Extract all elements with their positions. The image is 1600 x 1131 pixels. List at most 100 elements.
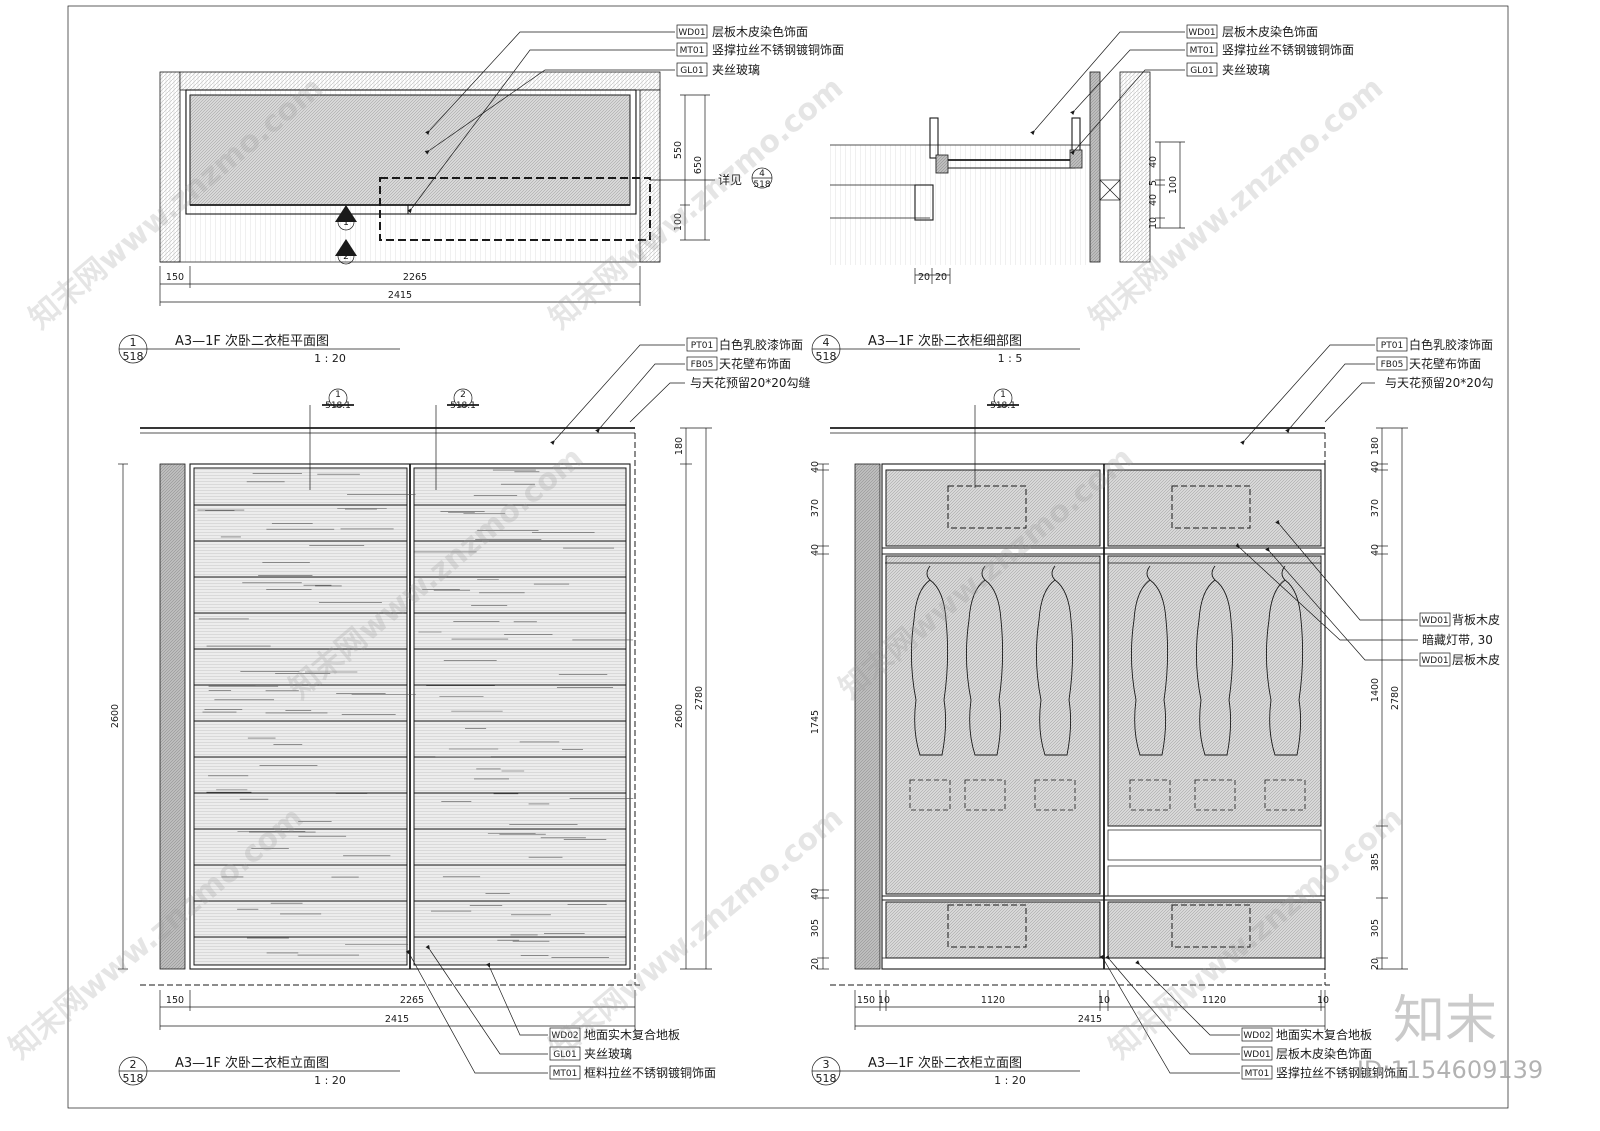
elev3-leader-text-mt01: 竖撑拉丝不锈钢镀铜饰面 xyxy=(1276,1065,1408,1080)
elev3-leader-text-back: 背板木皮 xyxy=(1452,613,1500,627)
elev2-dim-right-2780: 2780 xyxy=(694,686,705,710)
elev3-view: 1 518.1 40 370 40 1745 40 305 20 xyxy=(810,337,1500,1087)
plan-section-mark-1-sheet: 1 xyxy=(343,218,349,228)
elev3-dims-left-ticks xyxy=(817,463,829,970)
garment-outline xyxy=(1264,779,1306,811)
plan-title: A3—1F 次卧二衣柜平面图 xyxy=(175,333,329,349)
detail-leader-text-wd01: 层板木皮染色饰面 xyxy=(1222,24,1318,39)
elev2-leader-code-mt01: MT01 xyxy=(553,1069,578,1079)
elev3-dim-left-370: 370 xyxy=(810,499,821,517)
detail-dim-40b: 40 xyxy=(1148,194,1159,206)
elev3-dim-right-1400: 1400 xyxy=(1370,678,1381,702)
detail-leader-text-mt01: 竖撑拉丝不锈钢镀铜饰面 xyxy=(1222,42,1354,57)
watermark-id: ID:1154609139 xyxy=(1357,1056,1543,1084)
garment-sketch xyxy=(1130,565,1169,756)
elev3-dim-1120b: 1120 xyxy=(1202,995,1226,1006)
elev3-leader-text-light: 暗藏灯带, 30 xyxy=(1422,632,1493,647)
watermark-logo: 知末 xyxy=(1393,991,1497,1051)
elev3-dim-right-40b: 40 xyxy=(1370,544,1381,556)
elev2-board-lines xyxy=(194,469,634,958)
plan-detail-bubble[interactable]: 4 518 xyxy=(751,167,773,190)
elev3-dim-left-40c: 40 xyxy=(810,888,821,900)
plan-dim-150: 150 xyxy=(166,272,184,283)
elev3-leader-text-shelf: 层板木皮 xyxy=(1452,653,1500,667)
elev2-dim-2415: 2415 xyxy=(385,1014,409,1025)
detail-dim-10: 10 xyxy=(1148,217,1159,229)
elev3-leader-code-pt01: PT01 xyxy=(1381,341,1403,351)
plan-dim-2265: 2265 xyxy=(403,272,427,283)
plan-dim-100: 100 xyxy=(673,213,684,231)
elev2-view: 1 518.1 2 518.1 2600 180 2600 2780 150 2… xyxy=(110,337,811,1087)
garment-sketch xyxy=(965,565,1004,756)
plan-dim-650: 650 xyxy=(693,156,704,174)
plan-dim-550: 550 xyxy=(673,141,684,159)
sheet-border xyxy=(67,5,1509,1109)
detail-leader-code-gl01: GL01 xyxy=(1190,66,1213,76)
plan-section-mark-2[interactable]: 2 xyxy=(335,239,357,265)
elev2-title: A3—1F 次卧二衣柜立面图 xyxy=(175,1055,329,1071)
elev3-dim-right-40a: 40 xyxy=(1370,461,1381,473)
elev2-dim-150: 150 xyxy=(166,995,184,1006)
elev2-leaders-bottom: WD02 GL01 MT01 地面实木复合地板 夹丝玻璃 框料拉丝不锈钢镀铜饰面 xyxy=(405,944,716,1080)
elev3-dim-left-305: 305 xyxy=(810,919,821,937)
garment-sketch xyxy=(1035,565,1074,756)
elev3-title-sheet: 518 xyxy=(816,1072,837,1085)
elev3-dim-2415: 2415 xyxy=(1078,1014,1102,1025)
elev2-dim-left-2600: 2600 xyxy=(110,704,121,728)
elev3-leaders-bottom: WD02 WD01 MT01 地面实木复合地板 层板木皮染色饰面 竖撑拉丝不锈钢… xyxy=(1099,954,1408,1080)
elev2-section-mark-2-num: 2 xyxy=(460,390,466,400)
plan-leader-code-mt01: MT01 xyxy=(680,46,705,56)
elev2-leader-text-fb05: 天花壁布饰面 xyxy=(719,356,791,371)
elev3-scale: 1 : 20 xyxy=(994,1074,1026,1087)
elev3-title-num: 3 xyxy=(823,1058,830,1071)
elev3-dims-bottom-ticks xyxy=(854,990,1326,1030)
plan-section-mark-2-sheet: 2 xyxy=(343,252,349,262)
detail-dim-5: 5 xyxy=(1148,180,1159,186)
elev3-dim-10c: 10 xyxy=(1317,995,1329,1006)
elev2-leader-code-fb05: FB05 xyxy=(691,360,714,370)
detail-title-block: 4 518 A3—1F 次卧二衣柜细部图 1 : 5 xyxy=(811,333,1080,365)
plan-title-sheet: 518 xyxy=(123,350,144,363)
elev2-section-mark-1-sheet: 518.1 xyxy=(325,401,351,411)
elev3-leaders-right: WD01 WD01 背板木皮 暗藏灯带, 30 层板木皮 xyxy=(1234,519,1500,667)
elev3-leader-code-wd02: WD02 xyxy=(1243,1031,1270,1041)
detail-dim-20b: 20 xyxy=(935,272,947,283)
elev3-leader-text-pt01: 白色乳胶漆饰面 xyxy=(1409,337,1493,352)
plan-detail-num: 4 xyxy=(759,169,765,179)
garment-sketch xyxy=(1195,565,1234,756)
garment-outline xyxy=(1034,779,1076,811)
detail-leader-text-gl01: 夹丝玻璃 xyxy=(1222,63,1270,77)
plan-leader-text-wd01: 层板木皮染色饰面 xyxy=(712,24,808,39)
elev3-section-mark-1-num: 1 xyxy=(1000,390,1006,400)
elev3-leader-text-wd01: 层板木皮染色饰面 xyxy=(1276,1046,1372,1061)
elev2-section-mark-1[interactable]: 1 518.1 xyxy=(309,388,354,490)
elev3-title-block: 3 518 A3—1F 次卧二衣柜立面图 1 : 20 xyxy=(811,1055,1080,1087)
elev2-dim-right-2600: 2600 xyxy=(674,704,685,728)
plan-leaders: WD01 MT01 GL01 层板木皮染色饰面 竖撑拉丝不锈钢镀铜饰面 夹丝玻璃 xyxy=(407,24,844,214)
plan-leader-code-wd01: WD01 xyxy=(678,28,705,38)
elev2-section-mark-2[interactable]: 2 518.1 xyxy=(435,388,479,490)
elev3-dim-right-180: 180 xyxy=(1370,437,1381,455)
elev3-dim-right-385: 385 xyxy=(1370,853,1381,871)
elev3-section-mark-1-sheet: 518.1 xyxy=(990,401,1016,411)
elev2-leader-text-mt01: 框料拉丝不锈钢镀铜饰面 xyxy=(584,1065,716,1080)
plan-section-mark-1[interactable]: 1 xyxy=(335,205,357,231)
elev3-dim-right-370: 370 xyxy=(1370,499,1381,517)
elev3-title: A3—1F 次卧二衣柜立面图 xyxy=(868,1055,1022,1071)
elev3-section-mark-1[interactable]: 1 518.1 xyxy=(974,388,1019,488)
elev3-dims-right-ticks xyxy=(1376,427,1408,970)
elev3-leader-text-gap: 与天花预留20*20勾 xyxy=(1385,375,1494,390)
detail-title-sheet: 518 xyxy=(816,350,837,363)
detail-title: A3—1F 次卧二衣柜细部图 xyxy=(868,333,1022,349)
elev3-leader-code-fb05: FB05 xyxy=(1381,360,1404,370)
garment-outline xyxy=(1129,779,1171,811)
elev3-dim-150: 150 xyxy=(857,995,875,1006)
elev2-leader-text-wd02: 地面实木复合地板 xyxy=(584,1027,680,1042)
elev2-title-sheet: 518 xyxy=(123,1072,144,1085)
elev2-leader-text-pt01: 白色乳胶漆饰面 xyxy=(719,337,803,352)
elev2-section-mark-1-num: 1 xyxy=(335,390,341,400)
elev3-dim-1120a: 1120 xyxy=(981,995,1005,1006)
plan-leader-text-gl01: 夹丝玻璃 xyxy=(712,63,760,77)
detail-title-num: 4 xyxy=(823,336,830,349)
plan-scale: 1 : 20 xyxy=(314,352,346,365)
